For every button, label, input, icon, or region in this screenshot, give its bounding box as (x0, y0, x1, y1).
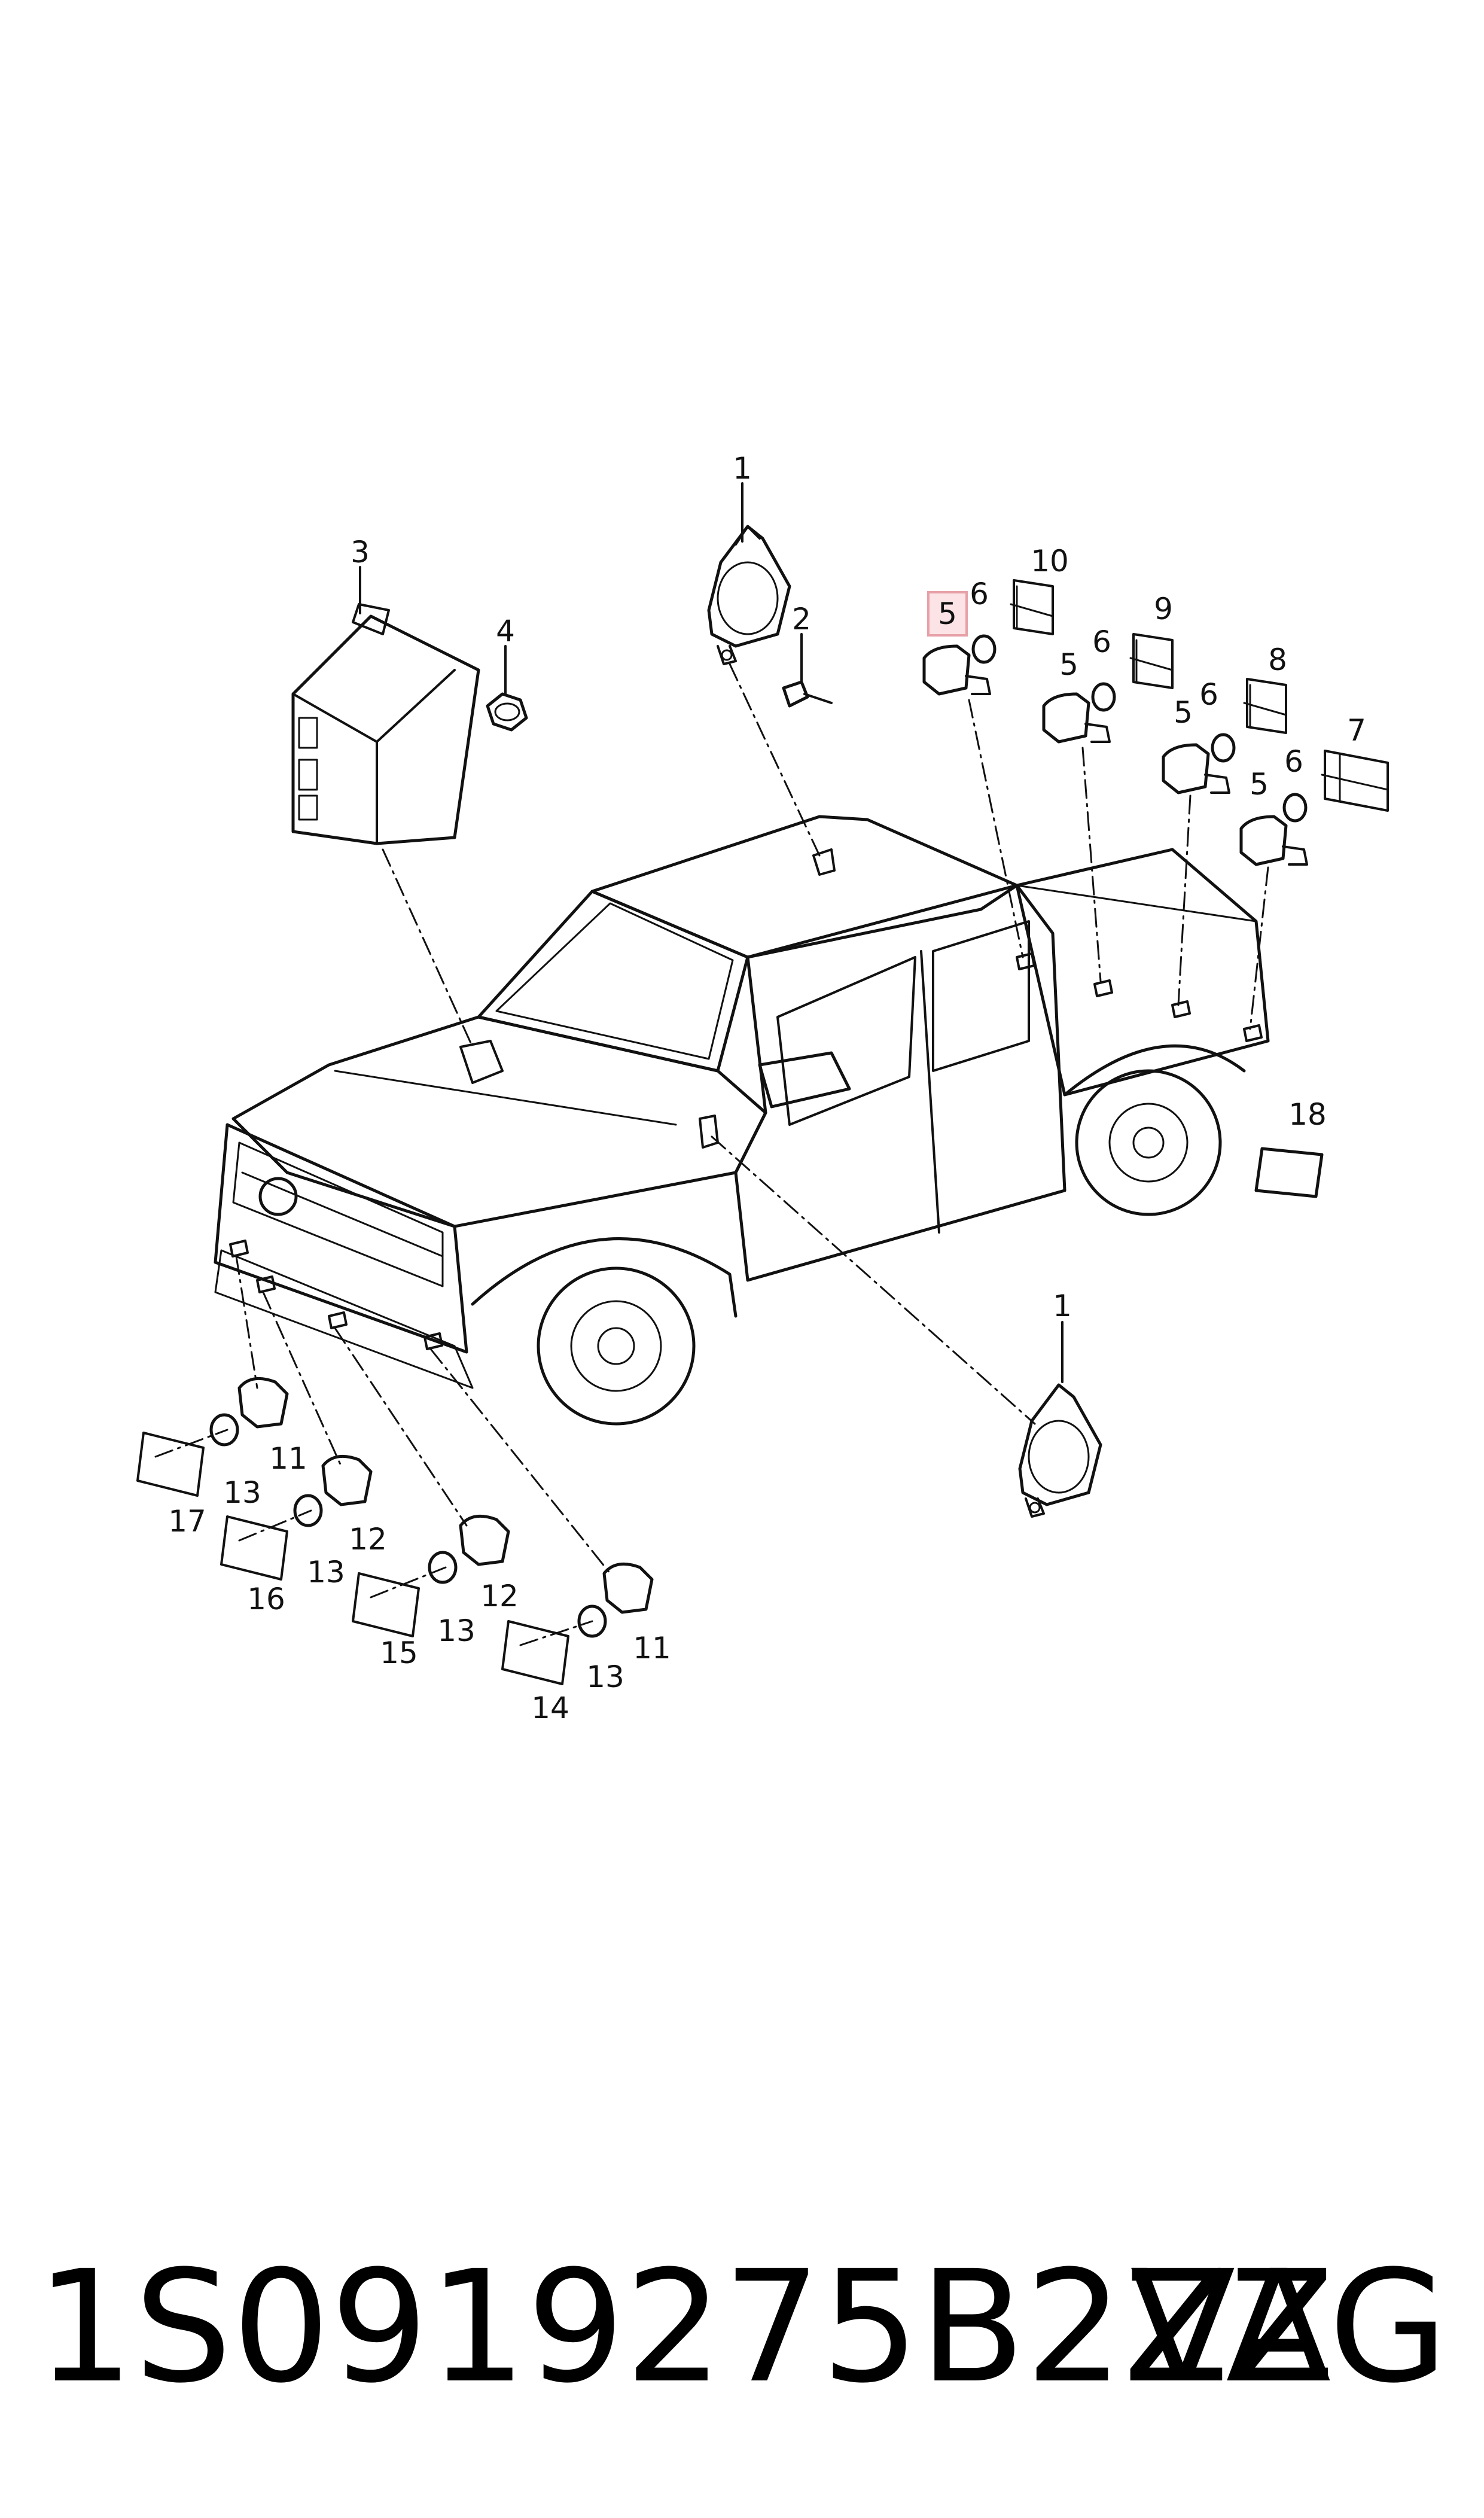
callout-label: 1 (733, 451, 752, 486)
callout-label: 13 (223, 1475, 261, 1510)
callout-label: 12 (480, 1579, 519, 1613)
callout-label: 4 (496, 614, 515, 648)
callout-label: 1 (1053, 1289, 1072, 1323)
warning-buzzer-part-bottom (1018, 1383, 1102, 1518)
callout-label: 3 (351, 535, 370, 570)
callout-label: 11 (633, 1631, 671, 1666)
callout-label: 5 (1059, 647, 1078, 682)
callout-label: 15 (380, 1636, 418, 1670)
callout-label: 5 (1250, 767, 1269, 802)
callout-numbers: 1 1 2 3 4 5 5 5 5 6 6 6 6 7 8 9 10 11 11… (168, 451, 1366, 1725)
callout-label: 6 (1199, 677, 1218, 712)
callout-label: 13 (437, 1613, 476, 1648)
warning-buzzer-part-top (707, 525, 791, 665)
callout-label: 6 (1284, 744, 1303, 779)
callout-label: 18 (1288, 1097, 1327, 1132)
callout-label: 5 (938, 596, 957, 631)
front-wheel-icon (537, 1266, 696, 1426)
callout-label: 2 (792, 602, 811, 637)
bolt-part (782, 680, 833, 708)
callout-label: 14 (531, 1691, 569, 1725)
front-sensor-group (136, 1377, 654, 1685)
label-plate-part (1254, 1147, 1324, 1198)
callout-label: 5 (1174, 695, 1193, 730)
rear-wheel-icon (1075, 1069, 1222, 1216)
callout-label: 10 (1031, 544, 1069, 578)
rear-sensor-group (922, 579, 1389, 866)
pickup-truck-illustration (214, 815, 1270, 1426)
nut-part (486, 692, 528, 732)
callout-label: 13 (307, 1555, 345, 1590)
callout-label: 17 (168, 1504, 206, 1539)
leader-lines (154, 663, 1269, 1646)
callout-label: 11 (269, 1441, 307, 1476)
callout-label: 8 (1268, 643, 1287, 677)
callout-label: 6 (970, 577, 989, 611)
highlighted-callout-box (927, 591, 968, 637)
callout-label: 7 (1347, 713, 1366, 748)
callout-label: 13 (586, 1660, 624, 1694)
callout-label: 12 (349, 1522, 387, 1557)
callout-label: 6 (1092, 625, 1111, 659)
control-unit-part (291, 603, 480, 845)
callout-label: 16 (247, 1582, 285, 1616)
brand-emblem-icon (258, 1177, 298, 1216)
part-number-text: 1S0919275B2ZZ (36, 2237, 1335, 2417)
brand-text: VAG (1130, 2237, 1448, 2417)
callout-label: 9 (1154, 592, 1173, 626)
callout-ticks (359, 482, 1064, 1383)
